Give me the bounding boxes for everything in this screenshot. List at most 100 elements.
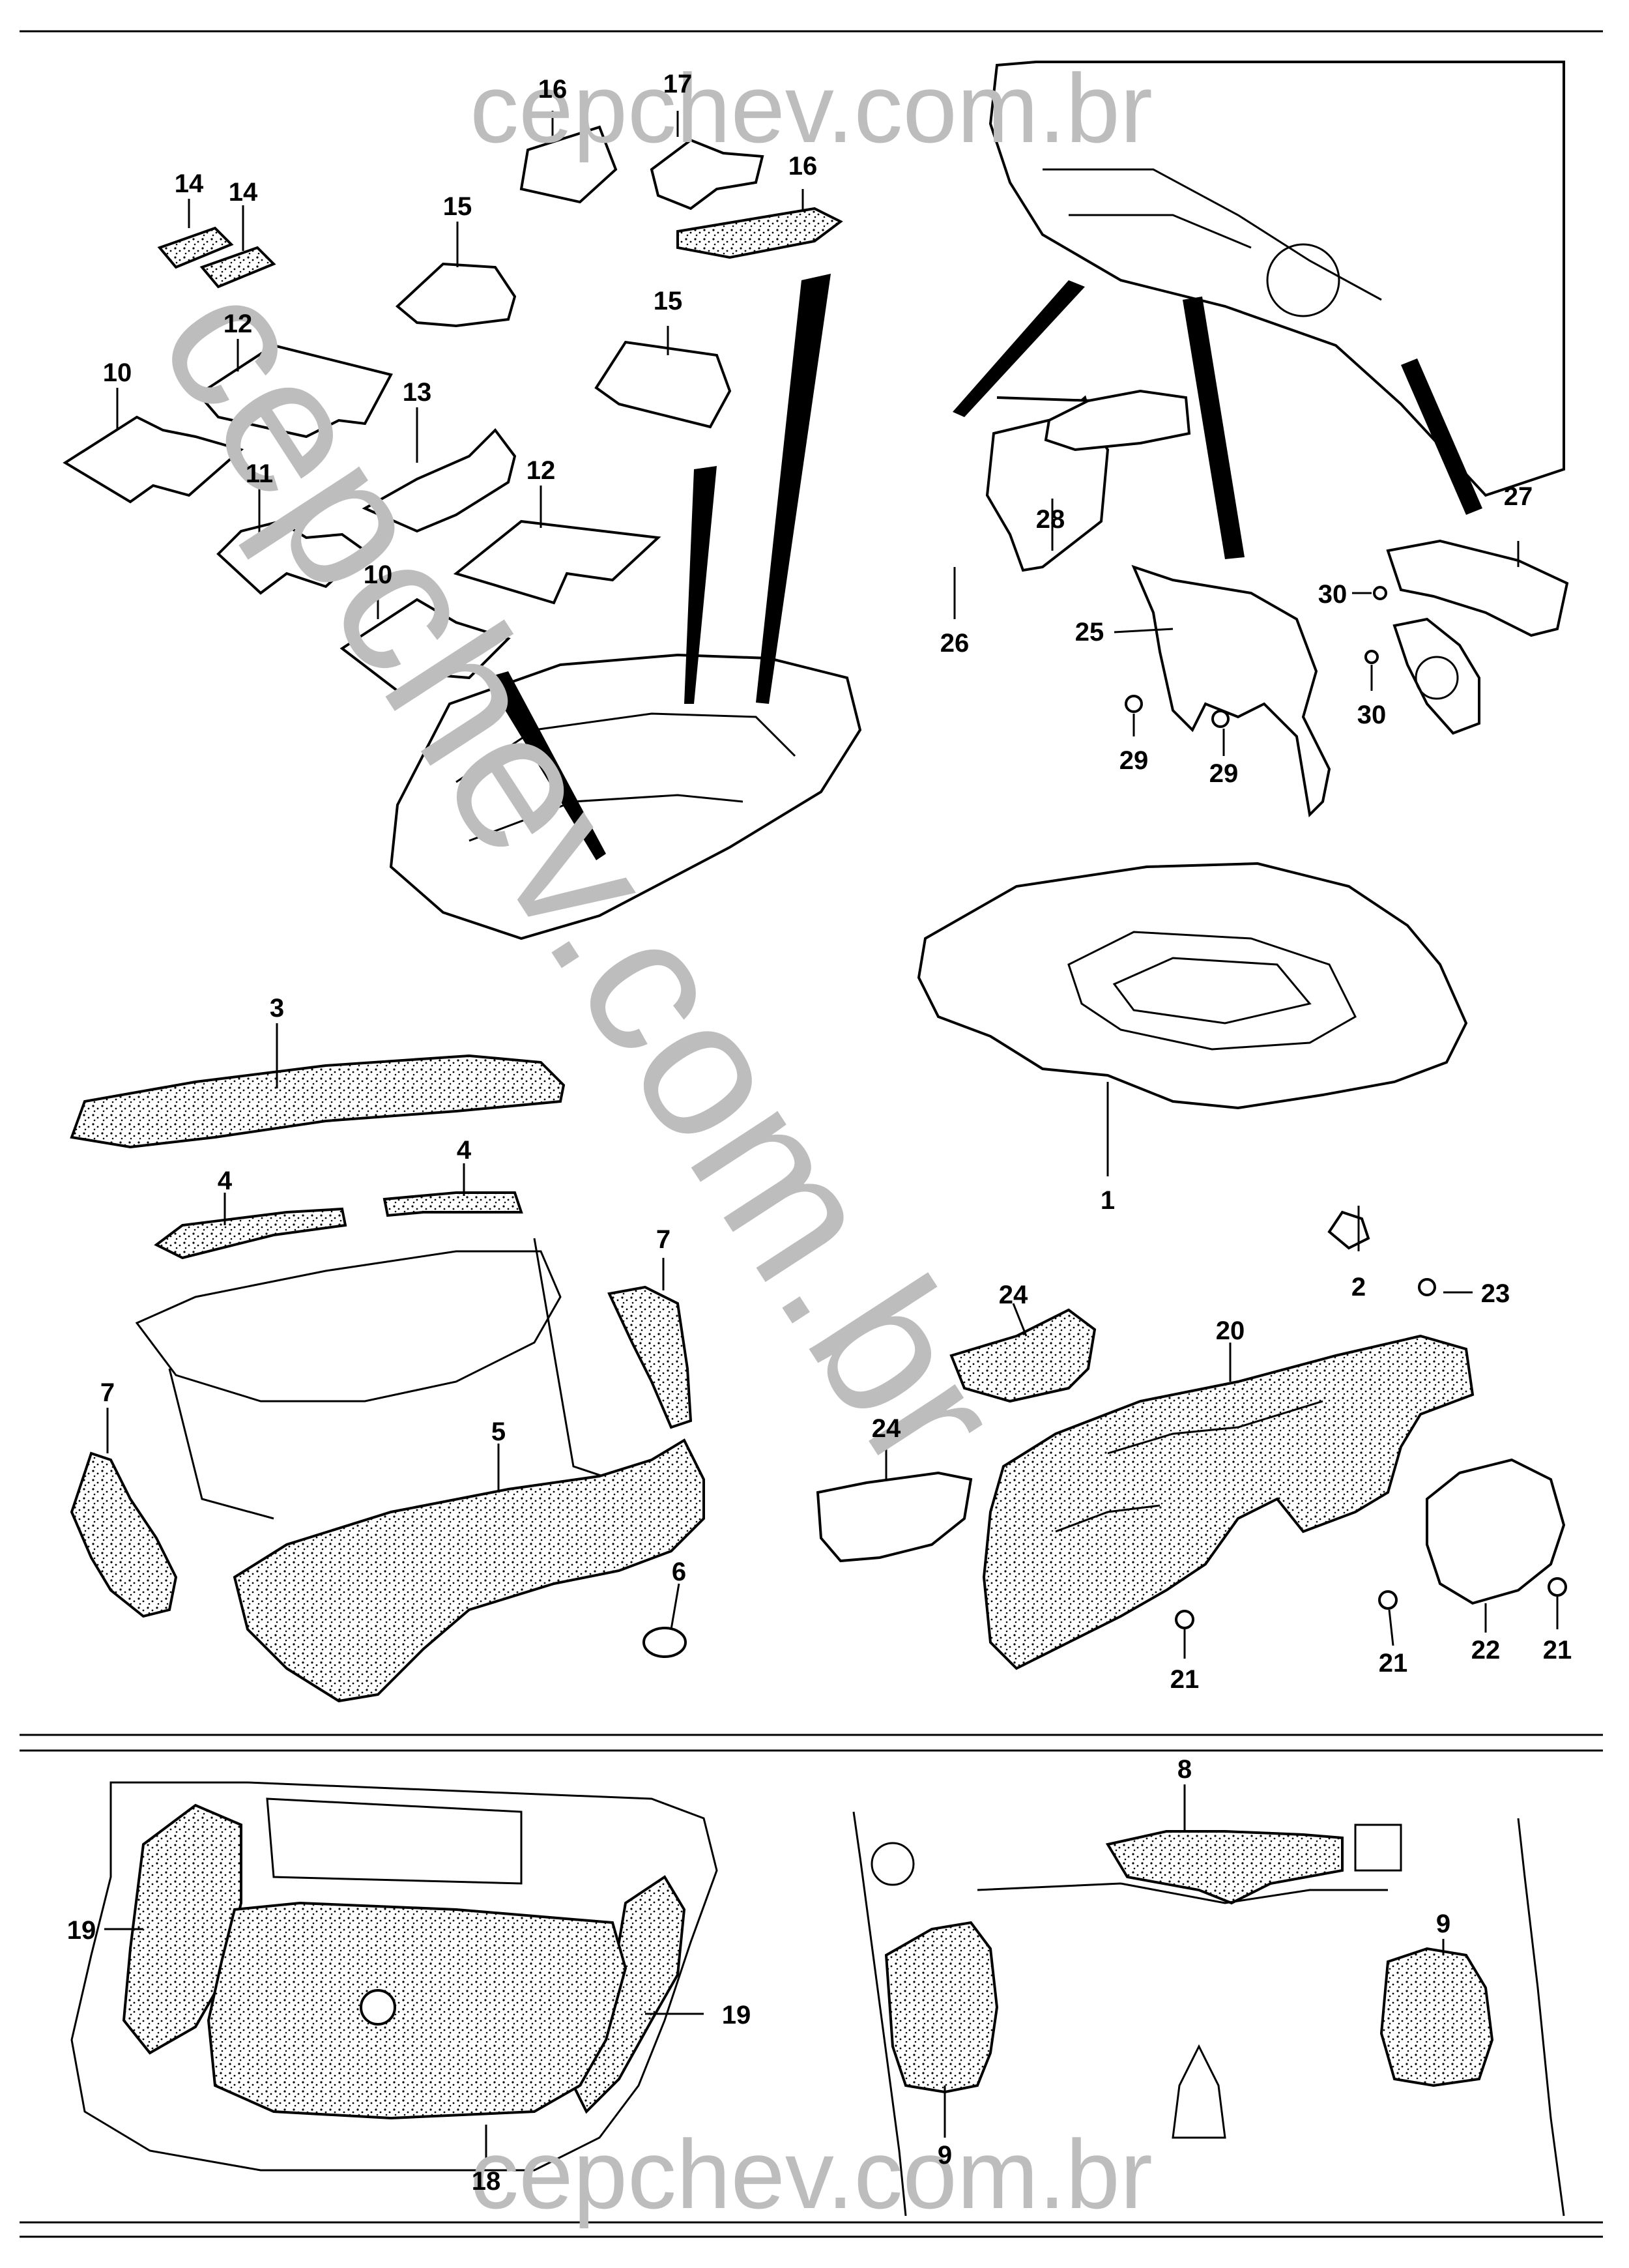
part-10-mat-a bbox=[63, 415, 244, 504]
part-7-side-pad-left bbox=[70, 1451, 178, 1618]
callout-15: 15 bbox=[443, 192, 472, 221]
callout-19: 19 bbox=[67, 1916, 96, 1945]
callout-21: 21 bbox=[1543, 1636, 1572, 1665]
part-15-bracket-a bbox=[395, 262, 517, 328]
part-17-bracket bbox=[650, 138, 764, 211]
pointer-wedge-e bbox=[1183, 297, 1245, 559]
engine-side-group bbox=[816, 1278, 1567, 1670]
part-9-pad-left bbox=[884, 1921, 999, 2094]
callout-9: 9 bbox=[938, 2141, 952, 2170]
part-8-tunnel-pad bbox=[1105, 1830, 1344, 1905]
part-22-pad bbox=[1426, 1458, 1566, 1605]
part-30-clip-b bbox=[1364, 650, 1379, 664]
callout-14: 14 bbox=[229, 178, 258, 207]
callout-21: 21 bbox=[1379, 1649, 1408, 1678]
callout-29: 29 bbox=[1209, 759, 1239, 788]
callout-16: 16 bbox=[538, 75, 568, 104]
shield-inner-recess bbox=[1112, 957, 1312, 1025]
callout-10: 10 bbox=[364, 560, 393, 589]
callout-30: 30 bbox=[1318, 580, 1348, 609]
floor-plate-right bbox=[1354, 1824, 1402, 1872]
part-29-clip-b bbox=[1211, 710, 1230, 728]
callout-12: 12 bbox=[526, 456, 556, 485]
part-2-clip bbox=[1327, 1210, 1370, 1250]
part-15-bracket-b bbox=[594, 340, 732, 429]
trunk-opening bbox=[70, 1781, 718, 2172]
callout-20: 20 bbox=[1216, 1316, 1245, 1345]
lead-21b bbox=[1388, 1609, 1394, 1646]
part-6-plug bbox=[642, 1627, 687, 1658]
part-27-pad bbox=[1386, 539, 1569, 637]
part-12-mat-rear bbox=[453, 519, 661, 605]
callout-24: 24 bbox=[999, 1281, 1028, 1309]
callout-5: 5 bbox=[491, 1418, 506, 1446]
cowl-contour-b bbox=[1069, 214, 1252, 249]
part-12-mat-front bbox=[196, 343, 393, 439]
part-25-wheelhouse-pad bbox=[1131, 564, 1331, 818]
part-5-dash-insulator bbox=[233, 1438, 705, 1703]
firewall-contour-b bbox=[1055, 1504, 1160, 1533]
floorpan-body bbox=[389, 653, 862, 940]
watermark-diagonal: cepchev.com.br bbox=[117, 242, 1045, 1507]
part-1-engine-shield bbox=[917, 862, 1468, 1110]
pointer-wedge-c bbox=[485, 671, 606, 860]
part-9-pad-right bbox=[1379, 1947, 1494, 2087]
floorpan-contour-b bbox=[469, 794, 743, 842]
spare-tire-hold-down bbox=[360, 1989, 396, 2026]
part-10-mat-b bbox=[339, 598, 511, 693]
part-19-trunk-side-left bbox=[122, 1803, 242, 2055]
part-20-firewall-insulator bbox=[982, 1334, 1475, 1670]
callout-3: 3 bbox=[270, 994, 284, 1023]
part-13-tunnel-cover bbox=[362, 428, 517, 533]
callout-29: 29 bbox=[1119, 746, 1149, 775]
trunk-group bbox=[70, 1781, 718, 2172]
callout-19: 19 bbox=[722, 2001, 751, 2029]
callout-18: 18 bbox=[472, 2167, 501, 2196]
leader-lines bbox=[104, 111, 1559, 2164]
pointer-wedge-a bbox=[756, 274, 831, 704]
callout-7: 7 bbox=[100, 1378, 115, 1407]
callout-27: 27 bbox=[1504, 482, 1533, 511]
part-24-pad-b bbox=[816, 1471, 973, 1563]
floor-plug-left bbox=[871, 1842, 915, 1886]
lead-24a bbox=[1012, 1303, 1028, 1337]
callout-4: 4 bbox=[457, 1136, 472, 1165]
callout-28: 28 bbox=[1036, 505, 1065, 534]
callout-labels: 16 17 16 14 14 15 15 12 10 13 11 12 10 2… bbox=[67, 70, 1572, 2196]
callout-22: 22 bbox=[1471, 1636, 1501, 1665]
part-30-grommet-hole bbox=[1415, 656, 1459, 700]
callout-26: 26 bbox=[940, 629, 970, 658]
part-7-side-pad-right bbox=[607, 1285, 693, 1429]
callout-8: 8 bbox=[1177, 1755, 1192, 1784]
part-14-pad-a bbox=[157, 226, 234, 269]
part-21-clip-a bbox=[1175, 1610, 1194, 1629]
part-4-strip-a bbox=[154, 1207, 347, 1260]
interior-floor-group bbox=[852, 1811, 1565, 2217]
firewall-contour-a bbox=[1107, 1400, 1323, 1455]
part-11-insulator bbox=[216, 519, 368, 595]
callout-24: 24 bbox=[872, 1414, 901, 1443]
floorpan-contour-a bbox=[455, 712, 796, 783]
callout-6: 6 bbox=[672, 1558, 686, 1586]
cowl-wheel-opening bbox=[1266, 243, 1340, 317]
trunk-rear-panel bbox=[266, 1797, 523, 1885]
floor-sides bbox=[852, 1811, 1565, 2217]
part-21-clip-c bbox=[1548, 1577, 1567, 1597]
underbody-shield-group bbox=[917, 862, 1468, 1250]
lead-25 bbox=[1114, 628, 1174, 633]
callout-4: 4 bbox=[218, 1167, 233, 1195]
callout-14: 14 bbox=[175, 169, 204, 198]
floor-insulation-group bbox=[63, 125, 862, 940]
part-21-clip-b bbox=[1378, 1590, 1398, 1610]
part-18-trunk-mat bbox=[207, 1901, 627, 2120]
part-16-pad-a bbox=[519, 125, 618, 204]
callout-2: 2 bbox=[1351, 1273, 1366, 1301]
callout-12: 12 bbox=[223, 310, 253, 338]
callout-23: 23 bbox=[1481, 1279, 1510, 1308]
watermark-top: cepchev.com.br bbox=[470, 53, 1153, 163]
callout-13: 13 bbox=[403, 378, 432, 407]
callout-7: 7 bbox=[656, 1225, 670, 1254]
callout-10: 10 bbox=[103, 358, 132, 387]
firewall-pads-group bbox=[953, 61, 1569, 818]
